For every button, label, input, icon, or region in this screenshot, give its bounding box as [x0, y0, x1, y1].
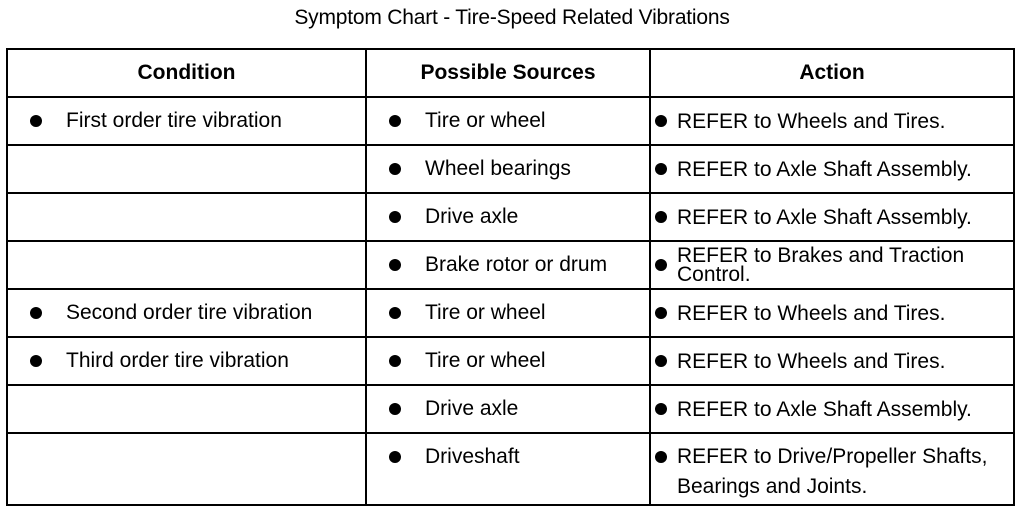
- bullet-icon: [389, 451, 401, 463]
- source-cell: Brake rotor or drum: [365, 240, 651, 290]
- condition-cell: [6, 240, 367, 290]
- source-cell: Tire or wheel: [365, 336, 651, 386]
- source-cell: Tire or wheel: [365, 288, 651, 338]
- table-row: Second order tire vibration Tire or whee…: [6, 288, 1015, 338]
- header-action: Action: [649, 48, 1015, 98]
- header-condition: Condition: [6, 48, 367, 98]
- table-row: Drive axle REFER to Axle Shaft Assembly.: [6, 192, 1015, 242]
- action-text: REFER to Axle Shaft Assembly.: [677, 157, 972, 181]
- bullet-icon: [389, 115, 401, 127]
- condition-cell: [6, 192, 367, 242]
- bullet-icon: [655, 403, 667, 415]
- bullet-icon: [655, 355, 667, 367]
- action-text: REFER to Axle Shaft Assembly.: [677, 205, 972, 229]
- bullet-icon: [30, 115, 42, 127]
- source-text: Driveshaft: [425, 445, 520, 468]
- action-text: REFER to Wheels and Tires.: [677, 109, 946, 133]
- source-text: Tire or wheel: [425, 301, 546, 324]
- table-row: First order tire vibration Tire or wheel…: [6, 96, 1015, 146]
- condition-cell: [6, 384, 367, 434]
- action-cell: REFER to Wheels and Tires.: [649, 96, 1015, 146]
- action-text: REFER to Wheels and Tires.: [677, 301, 946, 325]
- action-cell: REFER to Drive/Propeller Shafts, Bearing…: [649, 432, 1015, 506]
- action-cell: REFER to Axle Shaft Assembly.: [649, 192, 1015, 242]
- bullet-icon: [389, 355, 401, 367]
- table-row: Brake rotor or drum REFER to Brakes and …: [6, 240, 1015, 290]
- bullet-icon: [389, 163, 401, 175]
- chart-title: Symptom Chart - Tire-Speed Related Vibra…: [294, 6, 730, 29]
- condition-cell: [6, 432, 367, 506]
- source-text: Brake rotor or drum: [425, 253, 608, 276]
- table-row: Wheel bearings REFER to Axle Shaft Assem…: [6, 144, 1015, 194]
- source-text: Tire or wheel: [425, 109, 546, 132]
- bullet-icon: [655, 115, 667, 127]
- bullet-icon: [389, 403, 401, 415]
- action-cell: REFER to Wheels and Tires.: [649, 336, 1015, 386]
- bullet-icon: [30, 355, 42, 367]
- bullet-icon: [389, 211, 401, 223]
- table-row: Drive axle REFER to Axle Shaft Assembly.: [6, 384, 1015, 434]
- bullet-icon: [655, 451, 667, 463]
- source-text: Drive axle: [425, 205, 519, 228]
- bullet-icon: [655, 307, 667, 319]
- symptom-table: Condition Possible Sources Action First …: [6, 48, 1015, 506]
- condition-cell: Third order tire vibration: [6, 336, 367, 386]
- bullet-icon: [655, 211, 667, 223]
- condition-cell: [6, 144, 367, 194]
- table-row: Driveshaft REFER to Drive/Propeller Shaf…: [6, 432, 1015, 506]
- condition-cell: First order tire vibration: [6, 96, 367, 146]
- action-cell: REFER to Axle Shaft Assembly.: [649, 144, 1015, 194]
- action-cell: REFER to Axle Shaft Assembly.: [649, 384, 1015, 434]
- source-cell: Wheel bearings: [365, 144, 651, 194]
- source-cell: Drive axle: [365, 384, 651, 434]
- source-text: Tire or wheel: [425, 349, 546, 372]
- action-text: REFER to Drive/Propeller Shafts, Bearing…: [677, 445, 988, 498]
- source-text: Wheel bearings: [425, 157, 571, 180]
- source-cell: Drive axle: [365, 192, 651, 242]
- action-text: REFER to Brakes and Traction Control.: [677, 244, 965, 286]
- table-row: Third order tire vibration Tire or wheel…: [6, 336, 1015, 386]
- condition-text: Third order tire vibration: [66, 349, 289, 372]
- action-text: REFER to Wheels and Tires.: [677, 349, 946, 373]
- bullet-icon: [655, 163, 667, 175]
- bullet-icon: [389, 259, 401, 271]
- source-cell: Driveshaft: [365, 432, 651, 506]
- bullet-icon: [389, 307, 401, 319]
- source-cell: Tire or wheel: [365, 96, 651, 146]
- condition-text: Second order tire vibration: [66, 301, 313, 324]
- action-cell: REFER to Brakes and Traction Control.: [649, 240, 1015, 290]
- action-cell: REFER to Wheels and Tires.: [649, 288, 1015, 338]
- header-possible-sources: Possible Sources: [365, 48, 651, 98]
- condition-cell: Second order tire vibration: [6, 288, 367, 338]
- bullet-icon: [655, 259, 667, 271]
- header-row: Condition Possible Sources Action: [6, 48, 1015, 98]
- action-text: REFER to Axle Shaft Assembly.: [677, 397, 972, 421]
- source-text: Drive axle: [425, 397, 519, 420]
- condition-text: First order tire vibration: [66, 109, 282, 132]
- bullet-icon: [30, 307, 42, 319]
